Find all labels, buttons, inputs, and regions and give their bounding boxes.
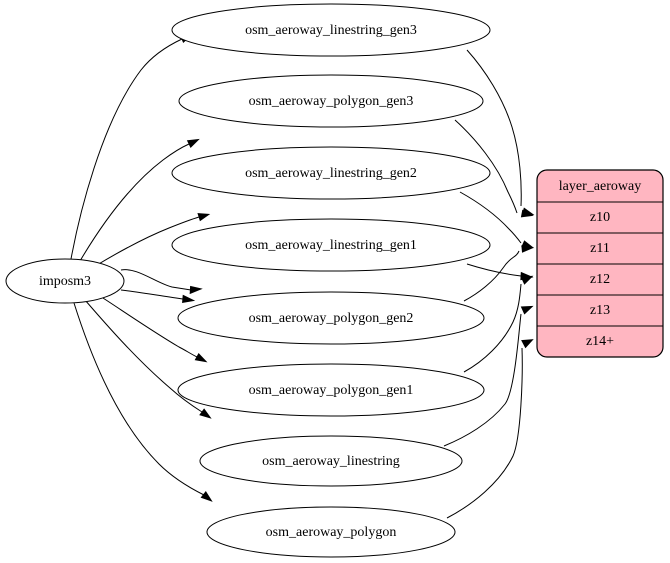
node-osm-aeroway-linestring-gen3-label: osm_aeroway_linestring_gen3: [245, 23, 417, 38]
node-osm-aeroway-polygon-gen3-shape[interactable]: [178, 74, 484, 128]
node-osm-aeroway-linestring-label: osm_aeroway_linestring: [262, 454, 400, 469]
layer-table-outline: [536, 169, 664, 358]
node-osm-aeroway-polygon-shape[interactable]: [206, 506, 456, 558]
node-osm-aeroway-linestring-gen1-shape[interactable]: [171, 218, 491, 272]
node-osm-aeroway-linestring-gen3-shape[interactable]: [171, 3, 491, 57]
layer-table-row-z11-label: z11: [590, 241, 610, 256]
layer-table-row-z13-cell[interactable]: [537, 294, 663, 327]
node-osm-aeroway-polygon-gen1[interactable]: osm_aeroway_polygon_gen1: [177, 363, 485, 417]
node-osm-aeroway-linestring-gen1-label: osm_aeroway_linestring_gen1: [245, 238, 417, 253]
edge-linestring-gen3-to-z10: [466, 49, 535, 216]
node-layer-aeroway-table[interactable]: layer_aeroway z10 z11 z12 z13 z14+: [536, 169, 664, 358]
node-osm-aeroway-linestring-gen3[interactable]: osm_aeroway_linestring_gen3: [171, 3, 491, 57]
edge-imposm3-to-linestring-gen1: [120, 269, 203, 295]
edge-imposm3-to-linestring: [84, 299, 212, 419]
edge-imposm3-to-linestring-gen3: [70, 34, 193, 260]
node-osm-aeroway-linestring[interactable]: osm_aeroway_linestring: [199, 435, 463, 487]
node-osm-aeroway-polygon-gen2[interactable]: osm_aeroway_polygon_gen2: [177, 291, 485, 345]
layer-table-row-z12-cell[interactable]: [537, 263, 663, 296]
edge-polygon-gen3-to-z10: [454, 119, 534, 218]
layer-table-row-z10-cell[interactable]: [537, 201, 663, 234]
node-osm-aeroway-polygon[interactable]: osm_aeroway_polygon: [206, 506, 456, 558]
edge-imposm3-to-linestring-gen2: [96, 213, 211, 266]
edge-polygon-to-z14: [446, 339, 534, 519]
layer-table-row-z14-label: z14+: [586, 334, 614, 349]
node-osm-aeroway-linestring-gen2-label: osm_aeroway_linestring_gen2: [245, 166, 417, 181]
edge-imposm3-to-polygon: [73, 302, 213, 502]
node-osm-aeroway-polygon-gen2-label: osm_aeroway_polygon_gen2: [249, 311, 414, 326]
edge-group-tables-to-layer: [443, 49, 535, 519]
node-imposm3-label: imposm3: [39, 274, 91, 289]
layer-table-row-z11-cell[interactable]: [537, 232, 663, 265]
node-osm-aeroway-polygon-gen1-shape[interactable]: [177, 363, 485, 417]
layer-table-header-label: layer_aeroway: [559, 179, 641, 194]
node-osm-aeroway-polygon-gen3-label: osm_aeroway_polygon_gen3: [249, 94, 414, 109]
layer-table-row-z13-label: z13: [590, 303, 610, 318]
node-osm-aeroway-polygon-gen1-label: osm_aeroway_polygon_gen1: [249, 383, 414, 398]
edge-imposm3-to-polygon-gen2: [120, 289, 196, 304]
layer-table-row-z12-label: z12: [590, 272, 610, 287]
node-osm-aeroway-polygon-gen3[interactable]: osm_aeroway_polygon_gen3: [178, 74, 484, 128]
node-osm-aeroway-linestring-gen1[interactable]: osm_aeroway_linestring_gen1: [171, 218, 491, 272]
edge-linestring-to-z13: [443, 305, 534, 447]
node-osm-aeroway-linestring-gen2-shape[interactable]: [171, 146, 491, 200]
node-osm-aeroway-linestring-shape[interactable]: [199, 435, 463, 487]
node-imposm3-shape[interactable]: [5, 258, 125, 304]
node-imposm3[interactable]: imposm3: [5, 258, 125, 304]
node-osm-aeroway-polygon-gen2-shape[interactable]: [177, 291, 485, 345]
edge-polygon-gen2-to-z11: [463, 245, 535, 302]
node-osm-aeroway-polygon-label: osm_aeroway_polygon: [266, 525, 397, 540]
edge-polygon-gen1-to-z12: [463, 275, 534, 373]
edge-imposm3-to-polygon-gen1: [102, 297, 208, 363]
layer-table-row-z10-label: z10: [590, 210, 610, 225]
edge-group-imposm3-to-tables: [70, 34, 213, 502]
edge-imposm3-to-polygon-gen3: [79, 138, 200, 262]
layer-table-header-cell[interactable]: [537, 170, 663, 203]
node-osm-aeroway-linestring-gen2[interactable]: osm_aeroway_linestring_gen2: [171, 146, 491, 200]
layer-table-row-z14-cell[interactable]: [537, 325, 663, 357]
